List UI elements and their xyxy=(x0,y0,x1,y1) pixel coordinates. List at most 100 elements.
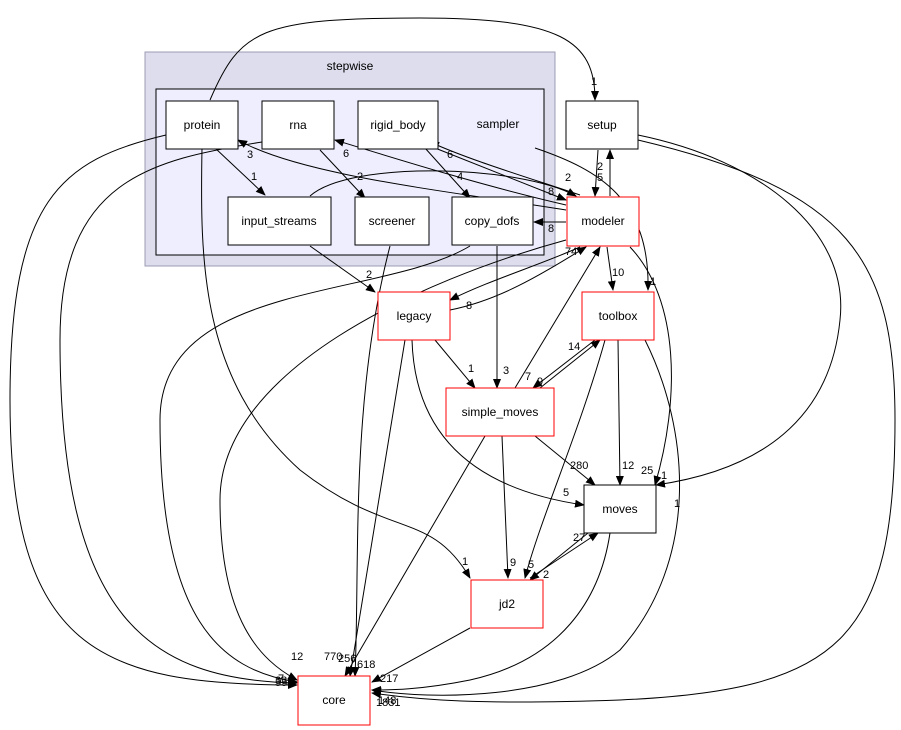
edge-setup-modeler xyxy=(591,149,600,197)
cluster-sampler-label: sampler xyxy=(477,117,520,131)
node-label: rna xyxy=(289,118,307,132)
edge-label: 2 xyxy=(357,171,363,183)
edge-label: 1 xyxy=(661,470,667,482)
edge-toolbox-core xyxy=(371,339,681,696)
edge-setup-core xyxy=(371,139,896,703)
edge-label: 12 xyxy=(622,460,634,472)
node-copy-dofs[interactable]: copy_dofs xyxy=(451,196,534,246)
edge-simple-moves-jd2 xyxy=(501,435,512,579)
edge-label: 1831 xyxy=(376,697,400,709)
edge-label: 770 xyxy=(324,651,342,663)
node-screener[interactable]: screener xyxy=(354,196,430,246)
edge-sampler-modeler xyxy=(309,170,577,197)
edge-label: 27 xyxy=(573,532,585,544)
edge-label: 10 xyxy=(612,267,624,279)
edge-label: 217 xyxy=(380,673,398,685)
edge-rna-core xyxy=(59,141,298,687)
edge-label: 5 xyxy=(528,559,534,571)
edge-rigid-body-modeler xyxy=(434,147,567,201)
edge-label: 5 xyxy=(563,487,569,499)
node-toolbox[interactable]: toolbox xyxy=(581,291,655,341)
edge-label: 1 xyxy=(650,276,656,288)
node-label: rigid_body xyxy=(370,118,425,132)
edge-modeler-toolbox xyxy=(606,246,616,291)
node-label: simple_moves xyxy=(462,405,539,419)
edge-modeler-moves xyxy=(629,246,672,486)
edge-protein-core xyxy=(9,134,298,689)
node-label: protein xyxy=(184,118,221,132)
node-rna[interactable]: rna xyxy=(261,100,335,150)
edge-input-streams-legacy xyxy=(309,245,376,293)
edge-label: 14 xyxy=(568,341,580,353)
edge-protein-setup xyxy=(209,17,599,101)
edge-protein-input-streams xyxy=(214,147,266,196)
edge-legacy-modeler xyxy=(449,246,587,311)
edge-screener-core xyxy=(351,245,391,677)
edge-label: 74 xyxy=(565,246,577,258)
edge-labels: 1 1 5 5 1 2 33 4 8 6 3 6 2 3 7 5 2 8 10 8… xyxy=(247,76,680,709)
edge-label: 8 xyxy=(466,300,472,312)
edge-legacy-simple-moves xyxy=(434,339,476,389)
edge-modeler-core xyxy=(219,239,567,681)
edge-modeler-legacy xyxy=(449,246,581,301)
edge-simple-moves-moves xyxy=(534,435,596,486)
node-rigid-body[interactable]: rigid_body xyxy=(357,100,439,150)
edge-protein-jd2 xyxy=(201,147,471,579)
edge-label: 7 xyxy=(278,673,284,685)
edge-rigid-body-copy-dofs xyxy=(424,147,471,199)
node-simple-moves[interactable]: simple_moves xyxy=(445,387,555,437)
node-modeler[interactable]: modeler xyxy=(566,196,640,247)
node-label: toolbox xyxy=(599,309,638,323)
edge-simple-moves-modeler xyxy=(514,246,601,389)
node-input-streams[interactable]: input_streams xyxy=(227,196,332,246)
edge-simple-moves-core xyxy=(344,435,486,677)
edge-copy-dofs-core xyxy=(159,245,471,685)
edge-label: 3 xyxy=(503,365,509,377)
edge-label: 6 xyxy=(447,149,453,161)
node-label: setup xyxy=(587,118,617,132)
edge-label: 9 xyxy=(537,376,543,388)
edge-legacy-core xyxy=(347,339,406,677)
node-label: input_streams xyxy=(241,214,316,228)
edge-moves-core xyxy=(371,532,611,694)
edge-toolbox-jd2 xyxy=(523,339,606,579)
edge-label: 8 xyxy=(548,186,554,198)
node-label: screener xyxy=(369,214,416,228)
node-core[interactable]: core xyxy=(297,675,371,726)
edge-label: 25 xyxy=(641,465,653,477)
edges xyxy=(9,17,896,703)
edge-label: 2 xyxy=(565,172,571,184)
node-moves[interactable]: moves xyxy=(583,484,657,534)
node-label: modeler xyxy=(581,214,624,228)
edge-moves-jd2 xyxy=(529,532,589,581)
node-label: legacy xyxy=(397,309,432,323)
node-label: copy_dofs xyxy=(465,214,520,228)
edge-label: 1 xyxy=(462,556,468,568)
edge-label: 6 xyxy=(343,148,349,160)
edge-label: 33 xyxy=(275,675,287,687)
edge-setup-moves xyxy=(637,134,842,488)
edge-label: 5 xyxy=(597,172,603,184)
edge-jd2-core xyxy=(371,627,471,683)
node-label: moves xyxy=(602,502,637,516)
edge-label: 4 xyxy=(457,171,463,183)
edge-label: 1 xyxy=(251,171,257,183)
edge-toolbox-simple-moves xyxy=(532,339,596,389)
edge-toolbox-moves xyxy=(615,339,624,486)
node-setup[interactable]: setup xyxy=(565,100,639,150)
edge-legacy-moves xyxy=(411,339,585,508)
edge-label: 148 xyxy=(378,695,396,707)
edge-label: 2 xyxy=(597,161,603,173)
edge-label: 2 xyxy=(366,269,372,281)
edge-label: 3 xyxy=(247,149,253,161)
node-protein[interactable]: protein xyxy=(165,100,239,150)
edge-label: 2 xyxy=(543,569,549,581)
edge-label: 1 xyxy=(591,76,597,88)
edge-label: 8 xyxy=(548,223,554,235)
node-jd2[interactable]: jd2 xyxy=(470,579,544,629)
edge-label: 7 xyxy=(525,371,531,383)
edge-label: 9 xyxy=(510,557,516,569)
edge-simple-moves-toolbox xyxy=(539,339,601,389)
node-legacy[interactable]: legacy xyxy=(377,291,451,341)
